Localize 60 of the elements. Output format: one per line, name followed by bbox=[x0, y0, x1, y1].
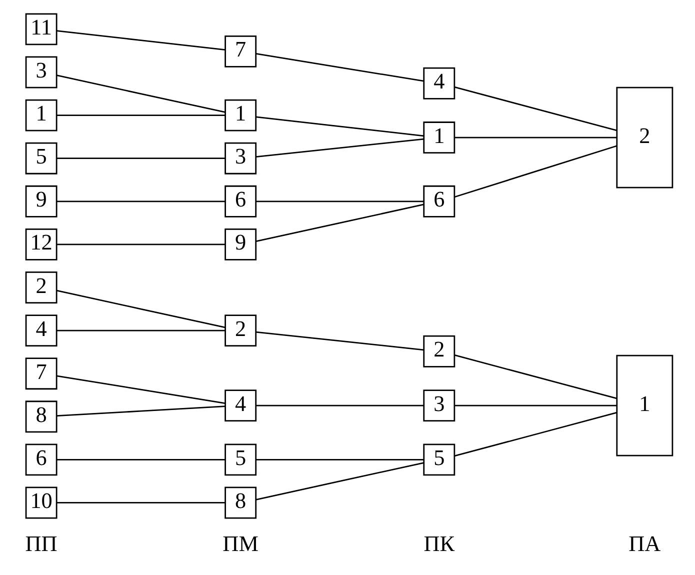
connector bbox=[256, 459, 424, 460]
node-box: 2 bbox=[25, 272, 58, 304]
connector bbox=[256, 200, 424, 202]
node-box: 11 bbox=[25, 13, 58, 46]
node-box: 2 bbox=[423, 335, 456, 368]
connector bbox=[256, 331, 424, 351]
connector bbox=[256, 138, 424, 158]
node-box: 1 bbox=[224, 99, 257, 132]
node-box: 2 bbox=[224, 314, 257, 347]
connector bbox=[56, 114, 226, 116]
node-box: 9 bbox=[25, 185, 58, 218]
node-box: 5 bbox=[224, 444, 257, 476]
connector bbox=[56, 200, 226, 202]
node-box: 8 bbox=[25, 400, 58, 433]
connector bbox=[56, 502, 226, 504]
connector bbox=[56, 330, 226, 332]
node-box: 3 bbox=[224, 142, 257, 174]
connector bbox=[256, 404, 424, 406]
connector bbox=[56, 158, 226, 160]
connector bbox=[256, 116, 424, 137]
label: ПА bbox=[628, 531, 661, 556]
connector bbox=[454, 404, 617, 406]
node-box: 1 bbox=[25, 99, 58, 132]
node-box: 6 bbox=[423, 185, 456, 218]
node-box: 3 bbox=[423, 390, 456, 422]
node-box: 1 bbox=[616, 354, 674, 456]
connector bbox=[56, 74, 226, 113]
node-box: 1 bbox=[423, 122, 456, 154]
node-box: 8 bbox=[224, 486, 257, 519]
label: ПМ bbox=[222, 531, 258, 556]
node-box: 4 bbox=[423, 67, 456, 100]
connector bbox=[454, 136, 617, 138]
node-box: 2 bbox=[616, 86, 674, 188]
connector bbox=[56, 290, 226, 328]
connector bbox=[454, 86, 617, 132]
connector bbox=[256, 204, 424, 242]
connector bbox=[454, 354, 617, 400]
node-box: 6 bbox=[25, 444, 58, 476]
connector bbox=[56, 375, 226, 404]
node-box: 12 bbox=[25, 228, 58, 260]
label: ПП bbox=[25, 531, 58, 556]
connector bbox=[454, 145, 618, 198]
node-box: 9 bbox=[224, 228, 257, 260]
connector bbox=[56, 30, 226, 51]
node-box: 6 bbox=[224, 185, 257, 218]
node-box: 7 bbox=[224, 35, 257, 68]
label: ПК bbox=[424, 531, 455, 556]
connector bbox=[256, 462, 424, 500]
node-box: 3 bbox=[25, 56, 58, 88]
connector bbox=[256, 53, 424, 82]
connector bbox=[454, 412, 617, 457]
node-box: 4 bbox=[25, 314, 58, 347]
node-box: 4 bbox=[224, 390, 257, 422]
node-box: 10 bbox=[25, 486, 58, 519]
node-box: 7 bbox=[25, 358, 58, 390]
node-box: 5 bbox=[25, 142, 58, 174]
connector bbox=[56, 406, 226, 417]
connector bbox=[56, 244, 226, 246]
connector bbox=[56, 459, 226, 460]
node-box: 5 bbox=[423, 444, 456, 476]
